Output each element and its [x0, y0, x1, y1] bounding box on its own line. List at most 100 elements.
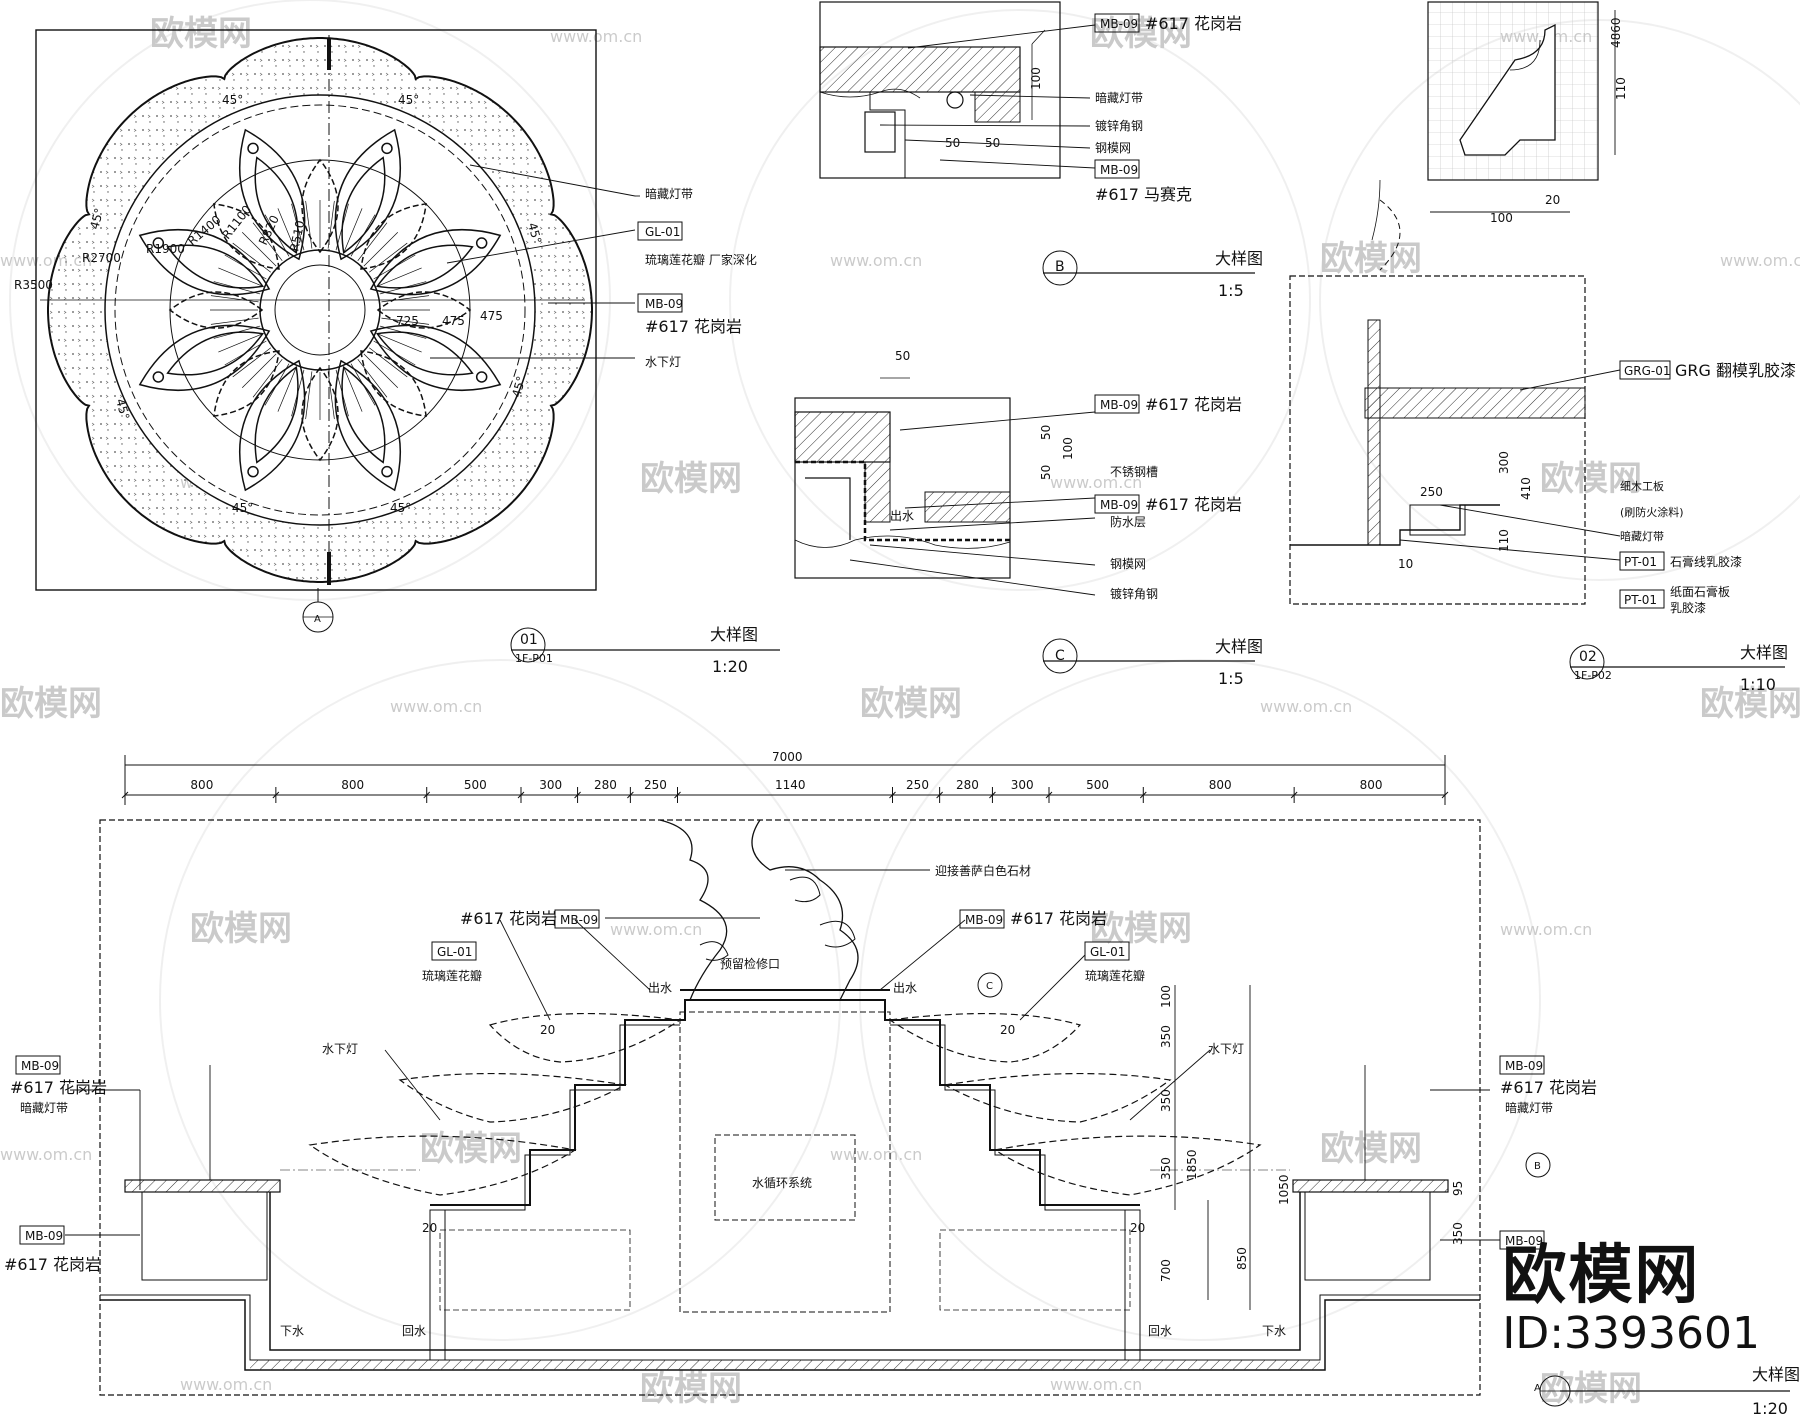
section-outflow: 出水 — [893, 981, 917, 995]
detail-c-label-mb: #617 花岗岩 — [1145, 395, 1242, 414]
watermark-brand: 欧模网 — [640, 1369, 742, 1409]
watermark-site: www.om.cn — [830, 1145, 922, 1164]
section-return: 回水 — [402, 1324, 426, 1338]
section-drain: 下水 — [1262, 1324, 1286, 1338]
section-dim-label: 800 — [341, 778, 364, 792]
detail-b-scale: 1:5 — [1218, 281, 1244, 300]
watermark-site: www.om.cn — [1500, 920, 1592, 939]
detail-b-label: 镀锌角钢 — [1095, 119, 1143, 133]
detail-c-scale: 1:5 — [1218, 669, 1244, 688]
section-granite: #617 花岗岩 — [1500, 1078, 1597, 1097]
plan-tag-mb: MB-09 — [645, 297, 683, 311]
underwater-light-icon — [381, 465, 393, 478]
watermark-site: www.om.cn — [390, 697, 482, 716]
detail-b-annotations: MB-09 #617 花岗岩 暗藏灯带 镀锌角钢 钢模网 MB-09 #617 … — [879, 13, 1263, 300]
section-vdim: 350 — [1159, 1025, 1173, 1048]
lotus-plan — [35, 29, 597, 633]
angle-label: 45° — [113, 397, 132, 421]
section-tag-gl: GL-01 — [437, 945, 472, 959]
detail-b-dim: 50 — [945, 136, 960, 150]
section-vdim: 95 — [1451, 1181, 1465, 1196]
section-gl-text: 琉璃莲花瓣 — [1085, 968, 1145, 983]
watermark-site: www.om.cn — [1260, 697, 1352, 716]
detail-c-dim: 100 — [1061, 437, 1075, 460]
detail-c-label-mb2: #617 花岗岩 — [1145, 495, 1242, 514]
outer-lotus-petal — [369, 324, 502, 392]
detail-02-dim: 10 — [1398, 557, 1413, 571]
plan-title-scale: 1:20 — [712, 657, 748, 676]
section-dimension-line — [121, 755, 1449, 805]
section-dim-label: 300 — [1011, 778, 1034, 792]
section-dim-label: 500 — [1086, 778, 1109, 792]
detail-02-tag-pt1: PT-01 — [1624, 555, 1657, 569]
detail-02-label: 暗藏灯带 — [1620, 529, 1664, 543]
detail-02-label-pt1: 石膏线乳胶漆 — [1670, 554, 1742, 569]
section-vdim: 20 — [1130, 1221, 1145, 1235]
detail-02-dim: 4860 — [1609, 17, 1623, 48]
watermark-brand: 欧模网 — [860, 684, 962, 724]
section-dim-label: 800 — [1360, 778, 1383, 792]
section-underwater: 水下灯 — [1208, 1042, 1244, 1056]
detail-02-label-pt2b: 乳胶漆 — [1670, 600, 1706, 615]
section-water-system: 水循环系统 — [752, 1176, 812, 1190]
detail-b-dim: 50 — [985, 136, 1000, 150]
detail-02-sheet: 1F-P02 — [1574, 669, 1612, 682]
section-top-note: 迎接善萨白色石材 — [935, 863, 1031, 878]
section-dim-label: 500 — [464, 778, 487, 792]
angle-label: 45° — [87, 207, 106, 231]
plan-label-hidden-light: 暗藏灯带 — [645, 186, 693, 201]
dim-label: 475 — [442, 314, 465, 328]
section-tag-mb: MB-09 — [560, 913, 598, 927]
watermark-brand: 欧模网 — [1090, 14, 1192, 54]
detail-02-label-pt2: 纸面石膏板 — [1670, 584, 1730, 599]
radius-label: R3500 — [14, 278, 53, 292]
outer-lotus-petal — [138, 324, 271, 392]
detail-02-scale: 1:10 — [1740, 675, 1776, 694]
underwater-light-icon — [152, 237, 165, 249]
inner-lotus-petal — [301, 366, 339, 462]
section-vdim: 350 — [1159, 1157, 1173, 1180]
section-dim-label: 800 — [190, 778, 213, 792]
inner-lotus-petal-outline — [341, 156, 386, 255]
section-drain: 下水 — [280, 1324, 304, 1338]
watermark-brand: 欧模网 — [150, 14, 252, 54]
detail-02-dim: 250 — [1420, 485, 1443, 499]
watermark-brand: 欧模网 — [1320, 239, 1422, 279]
detail-b-label-mb: #617 花岗岩 — [1145, 14, 1242, 33]
section-tag-mb: MB-09 — [25, 1229, 63, 1243]
section-granite: #617 花岗岩 — [460, 909, 557, 928]
section-total-dim: 7000 — [772, 750, 803, 764]
section-annotations: 迎接善萨白色石材 预留检修口 水循环系统 出水 出水 下水 下水 回水 回水 水… — [4, 863, 1800, 1418]
detail-b — [819, 1, 1061, 179]
detail-c — [794, 377, 1011, 579]
watermark-site: www.om.cn — [610, 920, 702, 939]
radius-label: R2700 — [82, 251, 121, 265]
stamp-brand: 欧模网 — [1502, 1239, 1701, 1314]
plan-label-underwater: 水下灯 — [645, 355, 681, 369]
stamp-id: ID:3393601 — [1502, 1308, 1760, 1360]
detail-c-marker: C — [1055, 648, 1065, 664]
section-dim-label: 800 — [1209, 778, 1232, 792]
watermark-site: www.om.cn — [0, 1145, 92, 1164]
inner-lotus-petal-outline — [375, 244, 474, 289]
detail-b-tag-mb: MB-09 — [1100, 17, 1138, 31]
plan-tag-box — [637, 221, 683, 241]
detail-c-label: 防水层 — [1110, 514, 1146, 529]
detail-02-dim: 110 — [1614, 77, 1628, 100]
detail-c-title: 大样图 — [1215, 637, 1263, 656]
outer-lotus-petal — [334, 359, 402, 492]
angle-label: 45° — [509, 375, 528, 399]
section-gl-text: 琉璃莲花瓣 — [422, 968, 482, 983]
detail-02-dim: 20 — [1545, 193, 1560, 207]
detail-c-annotations: 50 MB-09 #617 花岗岩 不锈钢槽 MB-09 #617 花岗岩 防水… — [849, 349, 1263, 688]
detail-02 — [1289, 1, 1599, 605]
inner-lotus-petal-outline — [166, 244, 265, 289]
section-tag-gl: GL-01 — [1090, 945, 1125, 959]
detail-02-annotations: 4860 110 100 20 GRG-01 GRG 翻模乳胶漆 250 300… — [1398, 10, 1796, 694]
section-tag-mb: MB-09 — [965, 913, 1003, 927]
detail-02-dim: 100 — [1490, 211, 1513, 225]
angle-label: 45° — [222, 93, 243, 107]
section-vdim: 700 — [1159, 1259, 1173, 1282]
